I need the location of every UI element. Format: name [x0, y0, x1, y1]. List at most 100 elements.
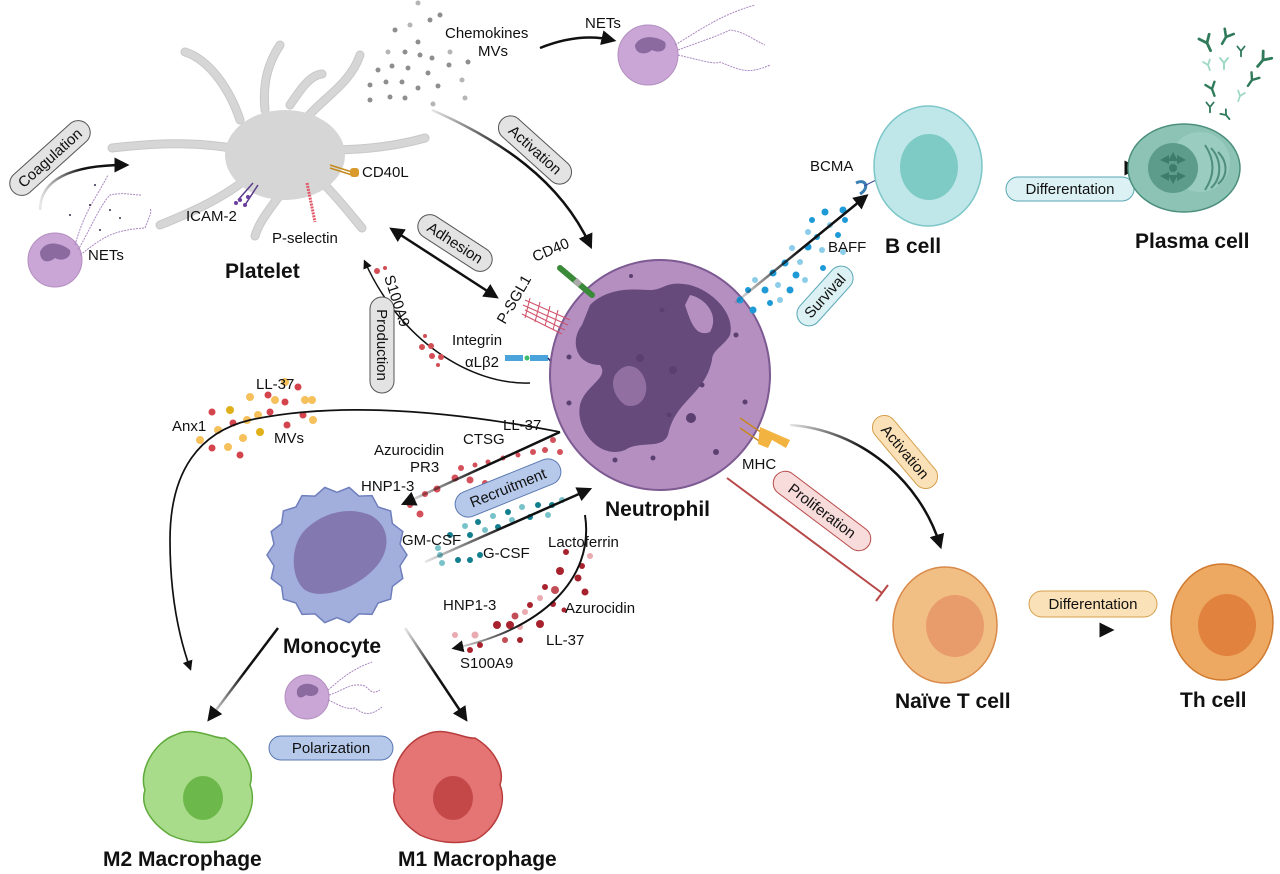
m2-macrophage [142, 730, 254, 844]
recruitment-particle [439, 560, 445, 566]
activation-t-label: Activation [877, 422, 932, 483]
recruitment-particle [557, 449, 563, 455]
net-neutrophil-left [27, 174, 152, 288]
granule-particle [587, 553, 593, 559]
coagulation-pill: Coagulation [9, 120, 91, 196]
m1-polarization-arrow [403, 627, 468, 722]
chemokine-particle [402, 49, 408, 55]
mhc-receptor-icon [739, 417, 790, 448]
granule-particle [471, 631, 479, 639]
cd40-label: CD40 [530, 235, 572, 266]
production-pill: Production [369, 296, 395, 394]
chemokine-particle [415, 85, 421, 91]
baff-particle [835, 232, 841, 238]
chemokine-particle [435, 83, 441, 89]
s100a9-low-label: S100A9 [460, 655, 513, 672]
recruitment-particle [535, 502, 541, 508]
ll37-low-label: LL-37 [546, 632, 584, 649]
baff-particle [839, 206, 847, 214]
neutrophil [521, 259, 790, 491]
antibody-icon [1219, 108, 1231, 121]
granule-particle [511, 612, 519, 620]
polarization-pill: Polarization [268, 735, 394, 761]
granule-particle [581, 588, 589, 596]
th-cell-title: Th cell [1180, 689, 1247, 712]
antibody-icon [1220, 27, 1236, 46]
anx1-particle [254, 411, 262, 419]
recruitment-particle [482, 527, 488, 533]
t-differentiation-pill: Differentation [1028, 590, 1158, 618]
granule-particle [536, 620, 544, 628]
baff-particle [819, 247, 825, 253]
granule-particle [542, 584, 548, 590]
chemokine-particle [465, 59, 471, 65]
chemokine-particle [437, 12, 443, 18]
recruitment-particle [530, 449, 536, 455]
antibody-icons [1197, 27, 1274, 121]
baff-particle [777, 297, 783, 303]
b-cell-title: B cell [885, 235, 941, 258]
hnp-low-label: HNP1-3 [443, 597, 496, 614]
chemokine-particle [392, 27, 398, 33]
recruitment-particle [466, 476, 474, 484]
net-neutrophil-bottom [284, 661, 383, 720]
recruitment-particle [455, 557, 461, 563]
baff-particle [749, 306, 757, 314]
granule-particle [522, 609, 528, 615]
anx1-arrow [169, 409, 561, 671]
chemokine-particle [430, 101, 436, 107]
antibody-icon [1204, 80, 1216, 97]
antibody-icon [1202, 58, 1211, 71]
ll37-anx1-particles [196, 378, 317, 459]
p-selectin-receptor-icon [305, 182, 317, 223]
anx1-particle [271, 396, 279, 404]
naive-t-cell-title: Naïve T cell [895, 690, 1011, 713]
m1-macrophage-title: M1 Macrophage [398, 848, 557, 871]
chemokines-label: Chemokines [445, 25, 528, 42]
coagulation-label: Coagulation [15, 125, 86, 191]
baff-particle [805, 229, 811, 235]
baff-label: BAFF [828, 239, 866, 256]
icam2-label: ICAM-2 [186, 208, 237, 225]
recruitment-particle [416, 510, 424, 518]
monocyte-title: Monocyte [283, 635, 381, 658]
hnp-mid-label: HNP1-3 [361, 478, 414, 495]
anx1-particle [309, 416, 317, 424]
chemokine-particle [389, 63, 395, 69]
recruitment-particle [519, 504, 525, 510]
anx1-particle [256, 428, 264, 436]
m2-polarization-arrow [207, 627, 279, 722]
recruitment-particle [462, 523, 468, 529]
neutrophil-title: Neutrophil [605, 498, 710, 521]
ctsg-label: CTSG [463, 431, 505, 448]
recruitment-arrow-to-neutrophil [424, 487, 593, 564]
production-label: Production [373, 309, 390, 381]
baff-particle [775, 282, 781, 288]
chemokine-particle [402, 95, 408, 101]
recruitment-particle [435, 545, 441, 551]
anx1-particle [281, 378, 289, 386]
t-differentiation-label: Differentation [1049, 596, 1138, 613]
chemokine-particle [462, 95, 468, 101]
polarization-label: Polarization [292, 740, 370, 757]
psgl1-label: P-SGL1 [494, 272, 535, 327]
granule-particle [493, 621, 501, 629]
granule-particle [556, 567, 564, 575]
recruitment-particle [515, 452, 521, 458]
th-cell [1170, 563, 1274, 681]
granule-particle [527, 602, 533, 608]
gmcsf-label: GM-CSF [402, 532, 461, 549]
chemokine-particle [427, 17, 433, 23]
granule-particle [467, 647, 473, 653]
lactoferrin-label: Lactoferrin [548, 534, 619, 551]
granule-particle [537, 595, 543, 601]
baff-particle [797, 259, 803, 265]
chemokine-particle [385, 49, 391, 55]
plasma-cell-title: Plasma cell [1135, 230, 1249, 253]
azurocidin-mid-label: Azurocidin [374, 442, 444, 459]
activation-platelet-label: Activation [505, 122, 565, 178]
p-selectin-label: P-selectin [272, 230, 338, 247]
recruitment-particle [475, 519, 481, 525]
baff-particle [802, 277, 808, 283]
